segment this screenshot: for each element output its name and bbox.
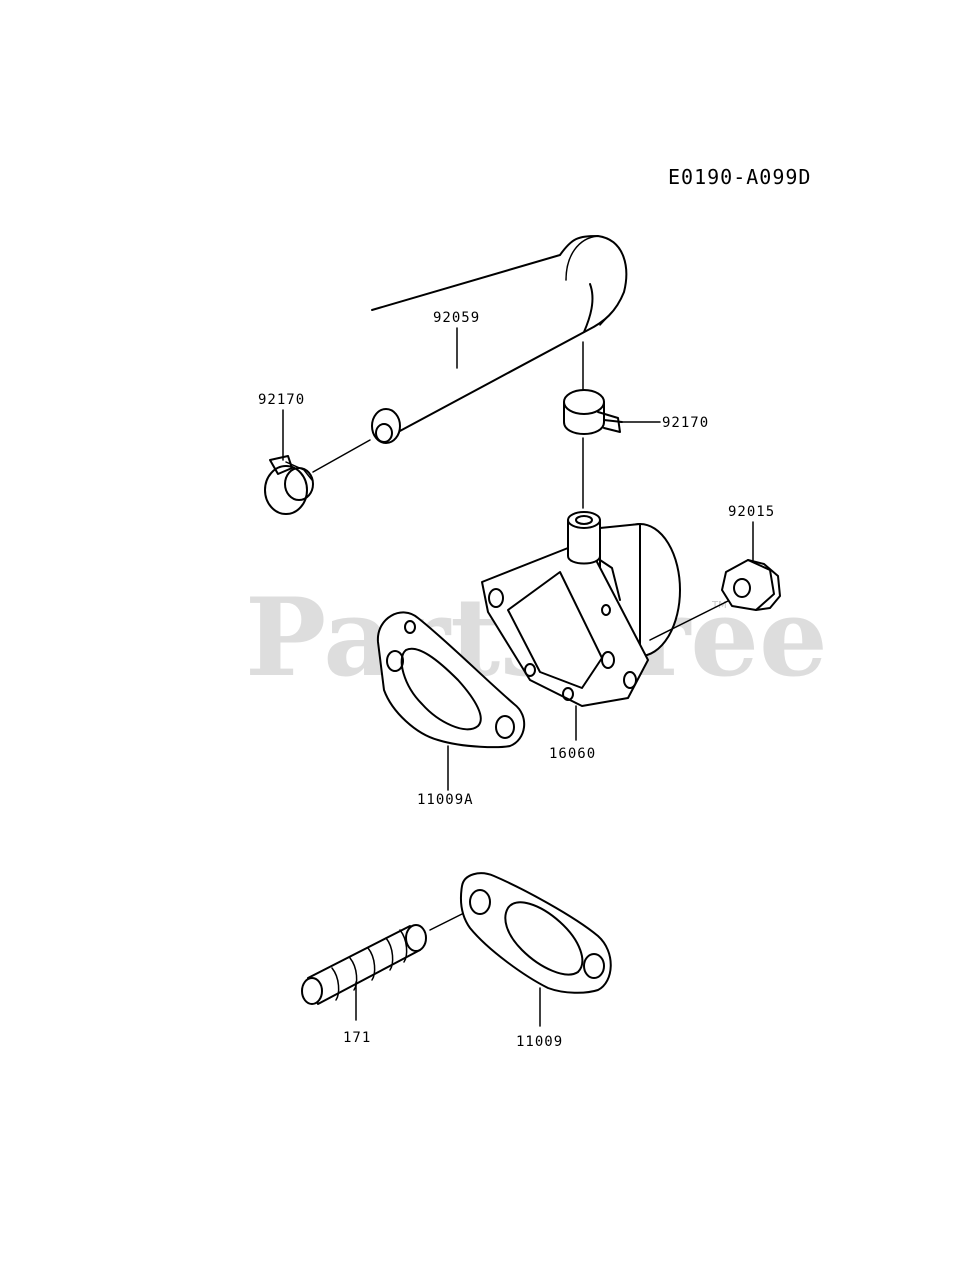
housing-16060[interactable] [481, 511, 681, 707]
label-92170-right[interactable]: 92170 [662, 415, 709, 431]
gasket-11009[interactable] [460, 872, 612, 994]
label-171[interactable]: 171 [343, 1030, 371, 1046]
hose-92059[interactable] [371, 235, 628, 444]
label-92170-left[interactable]: 92170 [258, 392, 305, 408]
label-11009[interactable]: 11009 [516, 1034, 563, 1050]
diagram-code: E0190-A099D [668, 165, 811, 189]
nut-92015[interactable] [721, 559, 781, 611]
label-16060[interactable]: 16060 [549, 746, 596, 762]
label-11009a[interactable]: 11009A [417, 792, 474, 808]
clamp-92170-right[interactable] [563, 389, 623, 435]
leader-nut-to-housing [649, 597, 735, 641]
clamp-92170-left[interactable] [264, 455, 314, 515]
label-92059[interactable]: 92059 [433, 310, 480, 326]
gasket-11009a[interactable] [376, 611, 525, 749]
stud-171[interactable] [301, 924, 427, 1005]
label-92015[interactable]: 92015 [728, 504, 775, 520]
leader-hose-to-clamp [312, 439, 371, 473]
